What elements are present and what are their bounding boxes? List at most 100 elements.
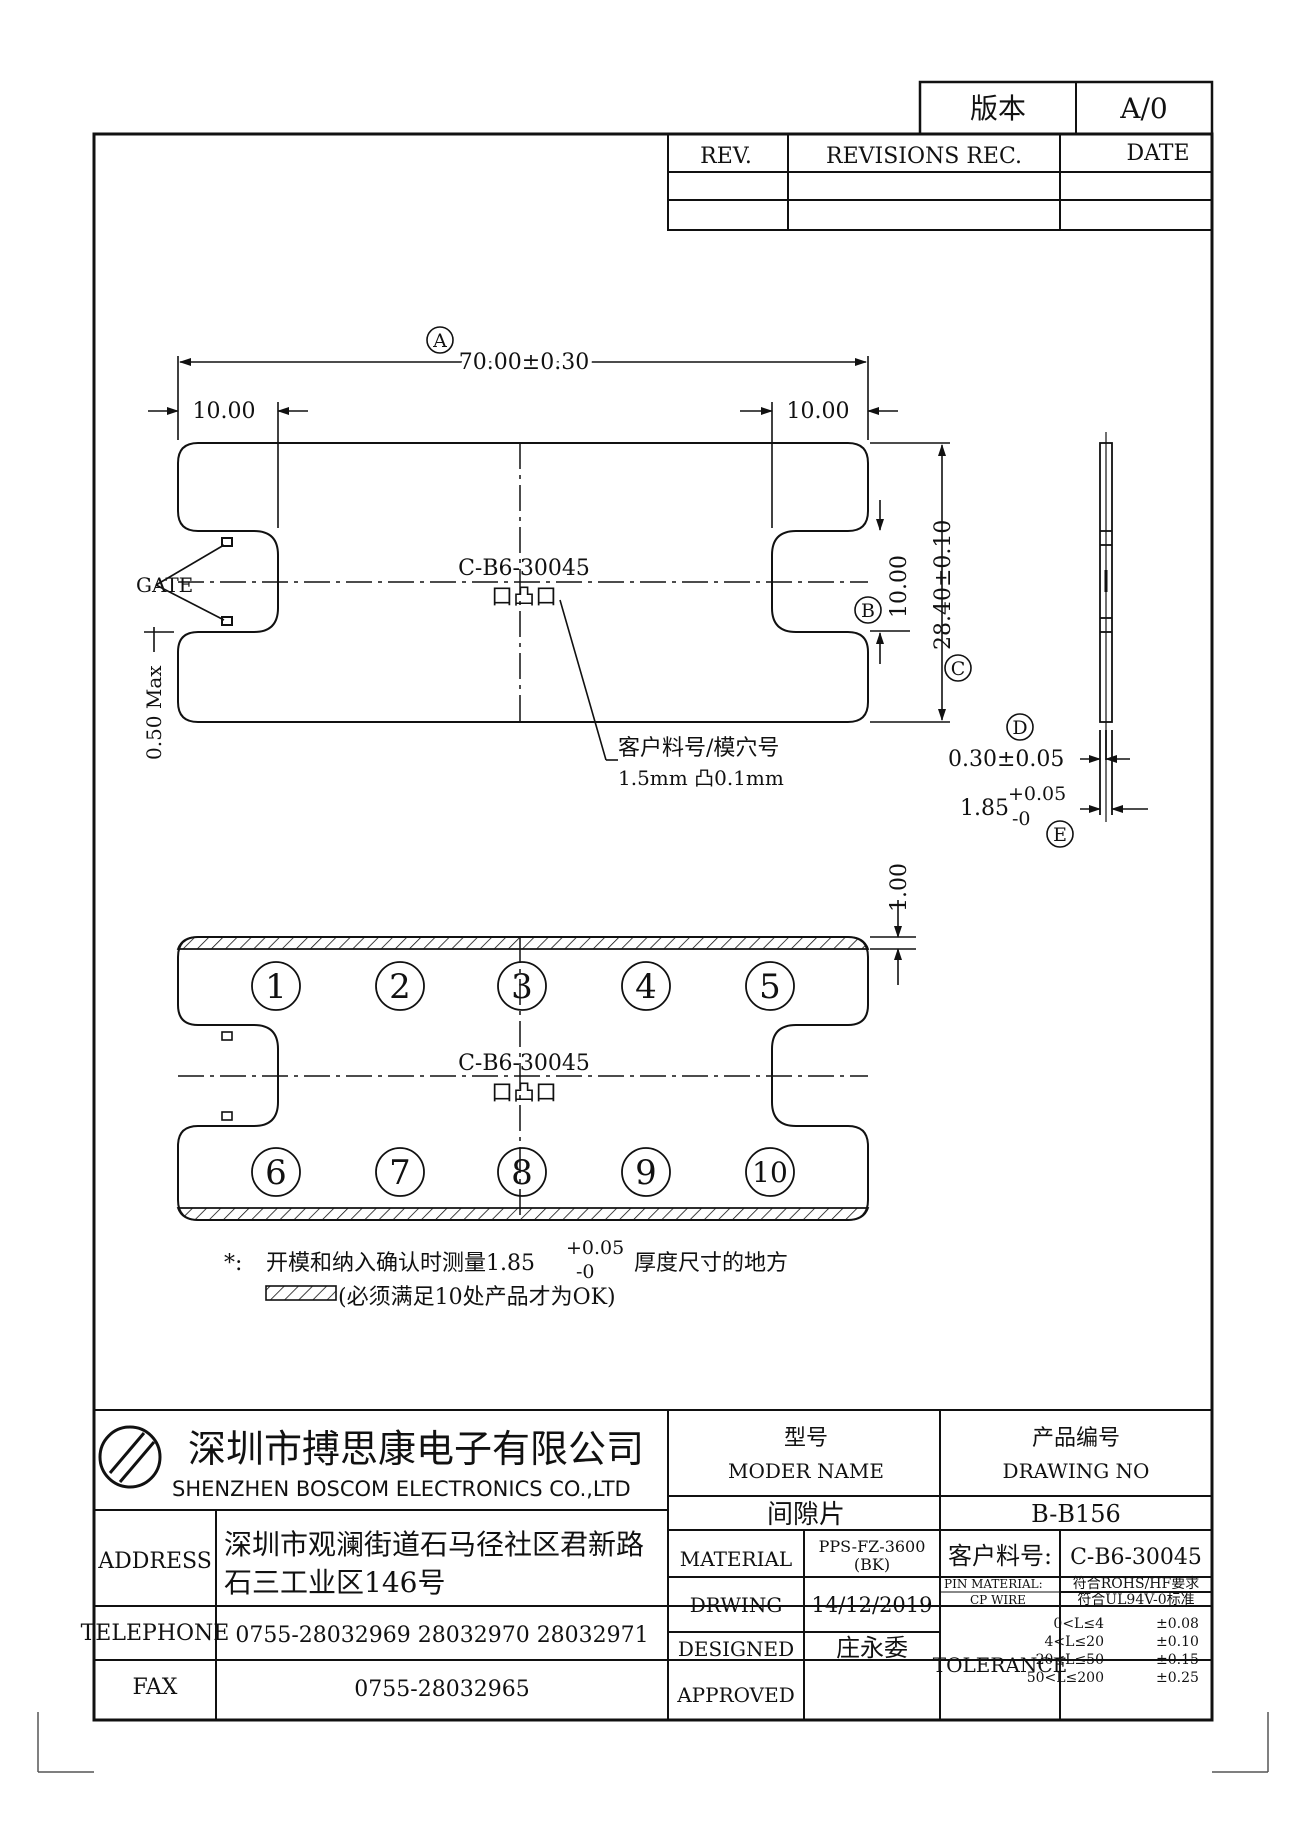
drawing-number: B-B156 (1031, 1500, 1121, 1528)
tolerance-range-4: 50<L≤200 (1027, 1670, 1104, 1686)
measure-point-7: 7 (375, 1147, 425, 1197)
datum-c-marker: C (951, 658, 966, 680)
svg-text:8: 8 (511, 1153, 533, 1193)
telephone-label: TELEPHONE (81, 1621, 230, 1646)
thickness-d-dim: 0.30±0.05 (948, 747, 1064, 772)
version-label: 版本 (970, 92, 1026, 125)
version-box: 版本 A/0 (918, 80, 1214, 136)
customer-pn-label: 客户料号: (948, 1542, 1052, 1570)
top-view (177, 442, 869, 723)
tolerance-value-4: ±0.25 (1156, 1670, 1199, 1686)
company-logo (98, 1425, 162, 1489)
svg-text:6: 6 (265, 1153, 287, 1193)
thickness-e-upper: +0.05 (1008, 783, 1066, 805)
address-label: ADDRESS (97, 1549, 212, 1574)
measure-point-4: 4 (621, 961, 671, 1011)
gate-nub-top (221, 537, 233, 547)
address-line2: 石三工业区146号 (224, 1566, 445, 1599)
designer-name: 庄永委 (836, 1634, 908, 1662)
cavity-marks-bottom: 口凸口 (491, 1081, 557, 1106)
note-emboss: 1.5mm 凸0.1mm (618, 766, 784, 790)
slot-width-dim: 10.00 (887, 555, 912, 618)
measure-point-2: 2 (375, 961, 425, 1011)
datum-b-marker: B (861, 600, 875, 622)
datum-d-circle (1006, 713, 1034, 741)
bottom-view (176, 936, 870, 1221)
tolerance-value-2: ±0.10 (1156, 1634, 1199, 1650)
date-header: DATE (1126, 141, 1189, 166)
note-customer-pn: 客户料号/模穴号 (618, 736, 779, 761)
tolerance-value-3: ±0.15 (1156, 1652, 1199, 1668)
customer-pn: C-B6-30045 (1070, 1545, 1202, 1570)
title-block-grid (94, 1409, 1212, 1720)
drawing-date-label: DRWING (690, 1593, 783, 1617)
fax-value: 0755-28032965 (354, 1677, 529, 1702)
datum-c-circle (944, 654, 972, 682)
notes-line1-lower: -0 (576, 1261, 595, 1283)
edge-dim: 1.00 (887, 863, 912, 912)
material-label: MATERIAL (680, 1547, 792, 1571)
measure-point-10: 10 (745, 1147, 795, 1197)
hatch-legend-swatch (265, 1285, 337, 1301)
svg-text:3: 3 (511, 967, 533, 1007)
side-view-dimensions (1080, 755, 1148, 813)
gap-plate-outline (177, 442, 869, 723)
revision-table (667, 133, 1213, 231)
notes-line1-upper: +0.05 (566, 1237, 624, 1259)
designed-label: DESIGNED (678, 1637, 794, 1661)
left-end-dim: 10.00 (193, 399, 256, 424)
pin-material-value: 符合ROHS/HF要求 (1073, 1576, 1199, 1592)
drawing-no-label-en: DRAWING NO (1003, 1459, 1150, 1483)
fax-label: FAX (133, 1675, 178, 1700)
version-value: A/0 (1119, 92, 1167, 125)
tolerance-range-1: 0<L≤4 (1053, 1616, 1104, 1632)
tolerance-range-3: 20<L≤50 (1036, 1652, 1104, 1668)
sheet-frame (92, 132, 1214, 1722)
notes-line2: (必须满足10处产品才为OK) (338, 1285, 616, 1310)
gate-nub-bottom (221, 616, 233, 626)
part-code-top: C-B6-30045 (458, 556, 590, 581)
measure-point-3: 3 (497, 961, 547, 1011)
side-outline (1099, 442, 1113, 723)
model-label-en: MODER NAME (728, 1459, 884, 1483)
measure-zone-bottom (176, 1207, 870, 1221)
model-label-cn: 型号 (784, 1426, 828, 1451)
notes-line1-post: 厚度尺寸的地方 (634, 1251, 788, 1276)
gap-max-dim: 0.50 Max (142, 665, 166, 760)
side-view (1099, 432, 1113, 822)
company-name-cn: 深圳市搏思康电子有限公司 (188, 1427, 644, 1471)
right-end-dim: 10.00 (787, 399, 850, 424)
datum-e-circle (1046, 820, 1074, 848)
measure-point-5: 5 (745, 961, 795, 1011)
drawing-date: 14/12/2019 (811, 1593, 932, 1617)
material-value-color: (BK) (854, 1555, 890, 1574)
approved-label: APPROVED (676, 1683, 795, 1707)
part-code-bottom: C-B6-30045 (458, 1051, 590, 1076)
datum-d-marker: D (1012, 717, 1027, 739)
svg-text:5: 5 (759, 967, 781, 1007)
thickness-e-lower: -0 (1012, 808, 1031, 830)
gate-label: GATE (136, 573, 193, 597)
measure-zone-top (176, 936, 870, 950)
drawing-no-label-cn: 产品编号 (1032, 1426, 1120, 1451)
measure-points: 1 2 3 4 5 6 7 8 9 10 (251, 961, 795, 1197)
svg-text:2: 2 (389, 967, 411, 1007)
cp-wire-label: CP WIRE (970, 1593, 1026, 1607)
svg-text:4: 4 (635, 967, 657, 1007)
tolerance-label: TOLERANCE (933, 1653, 1068, 1677)
part-name: 间隙片 (767, 1500, 845, 1530)
notes-star: *: (224, 1251, 242, 1276)
measure-point-1: 1 (251, 961, 301, 1011)
company-name-en: SHENZHEN BOSCOM ELECTRONICS CO.,LTD (172, 1477, 631, 1501)
top-view-dimensions (144, 356, 950, 761)
cavity-marks-top: 口凸口 (491, 585, 557, 610)
svg-text:9: 9 (635, 1153, 657, 1193)
telephone-value: 0755-28032969 28032970 28032971 (235, 1623, 648, 1648)
tolerance-value-1: ±0.08 (1156, 1616, 1199, 1632)
address-line1: 深圳市观澜街道石马径社区君新路 (224, 1528, 644, 1561)
datum-b-circle (854, 596, 882, 624)
overall-height-dim: 28.40±0.10 (931, 520, 956, 650)
cp-wire-value: 符合UL94V-0标准 (1077, 1592, 1194, 1608)
notes-line1-pre: 开模和纳入确认时测量1.85 (266, 1251, 535, 1276)
